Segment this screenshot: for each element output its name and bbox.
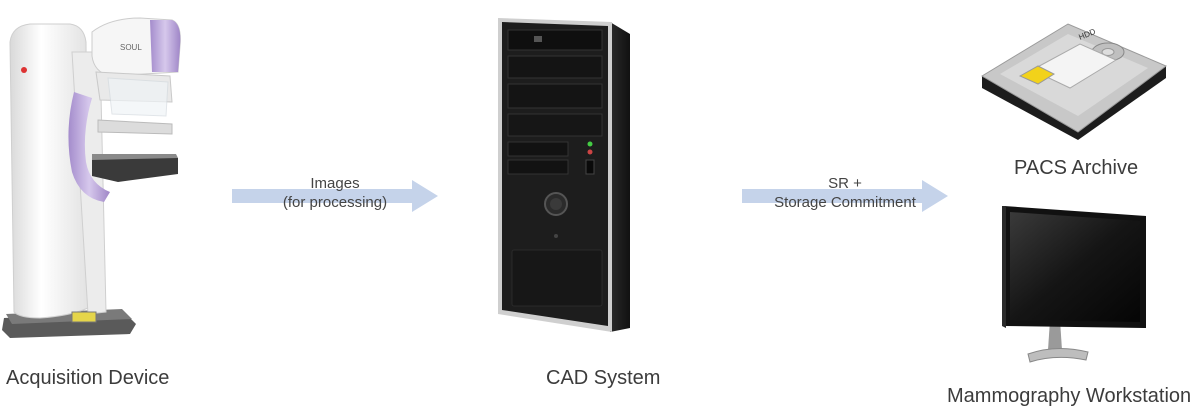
acquisition-device: SOUL [0,12,200,342]
brand-text: SOUL [120,43,142,52]
label-mammography-workstation: Mammography Workstation [947,385,1192,407]
arrow-sr-commitment [742,180,950,212]
edge-label-line1: SR + [828,175,862,192]
right-arrow-icon [742,180,948,212]
pacs-archive: HDD [980,4,1170,140]
label-cad-system: CAD System [546,367,661,389]
monitor-icon [1002,206,1146,363]
arrow-images [232,180,440,212]
mammography-workstation [1002,204,1148,366]
cad-system [494,14,634,334]
label-acquisition-device: Acquisition Device [6,367,170,389]
edge-label-line1: Images [310,175,360,192]
right-arrow-icon [232,180,438,212]
edge-label-line2: Storage Commitment [774,194,916,211]
edge-label-images: Images (for processing) [260,174,410,212]
hard-drive-icon: HDD [981,23,1167,140]
label-pacs-archive: PACS Archive [1014,157,1139,179]
tower-pc-icon [498,18,630,332]
mammography-unit-icon: SOUL [2,17,181,338]
edge-label-sr: SR + Storage Commitment [760,174,930,212]
edge-label-line2: (for processing) [282,194,388,211]
